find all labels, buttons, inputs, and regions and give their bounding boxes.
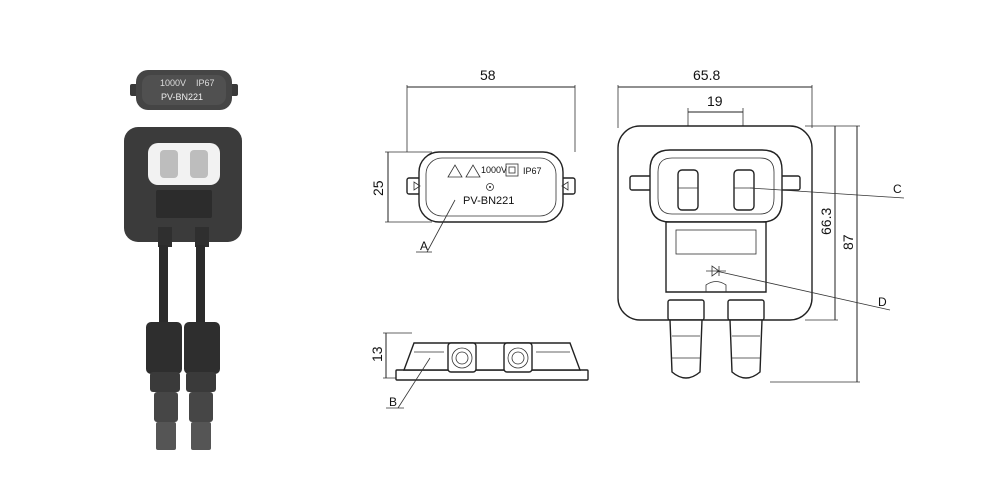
high-voltage-triangle-icon — [465, 164, 481, 178]
product-photo: 1000V IP67 PV-BN221 — [124, 70, 242, 450]
photo-cover-rating: IP67 — [196, 78, 215, 88]
side-view: 13 B — [369, 332, 589, 409]
diode-symbol-icon — [711, 265, 720, 277]
top-view: 58 25 1000V IP67 PV-BN221 A — [370, 67, 576, 253]
warning-triangle-icon — [447, 164, 463, 178]
callout-b: B — [389, 395, 397, 409]
photo-cover-voltage: 1000V — [160, 78, 186, 88]
photo-connector-left — [146, 322, 182, 450]
top-view-model: PV-BN221 — [463, 195, 514, 207]
side-view-height-dim: 13 — [369, 346, 385, 362]
callout-c: C — [893, 182, 902, 196]
photo-cables — [159, 245, 205, 325]
top-view-height-dim: 25 — [370, 180, 386, 196]
callout-d: D — [878, 295, 887, 309]
double-insulation-icon — [505, 163, 519, 177]
photo-base — [124, 127, 242, 247]
front-view-width-dim: 65.8 — [693, 67, 720, 83]
top-view-ip-rating: IP67 — [523, 166, 542, 176]
front-view: 65.8 19 66.3 87 — [617, 67, 905, 383]
photo-cover-model: PV-BN221 — [161, 92, 203, 102]
front-view-outer-height-dim: 87 — [840, 234, 856, 250]
ground-mark-icon — [486, 183, 494, 191]
front-view-inner-height-dim: 66.3 — [818, 208, 834, 235]
callout-a: A — [420, 239, 428, 253]
photo-cover: 1000V IP67 PV-BN221 — [130, 70, 238, 110]
front-view-pitch-dim: 19 — [707, 93, 723, 109]
top-view-width-dim: 58 — [480, 67, 496, 83]
photo-connector-right — [184, 322, 220, 450]
top-view-voltage: 1000V — [481, 165, 507, 175]
